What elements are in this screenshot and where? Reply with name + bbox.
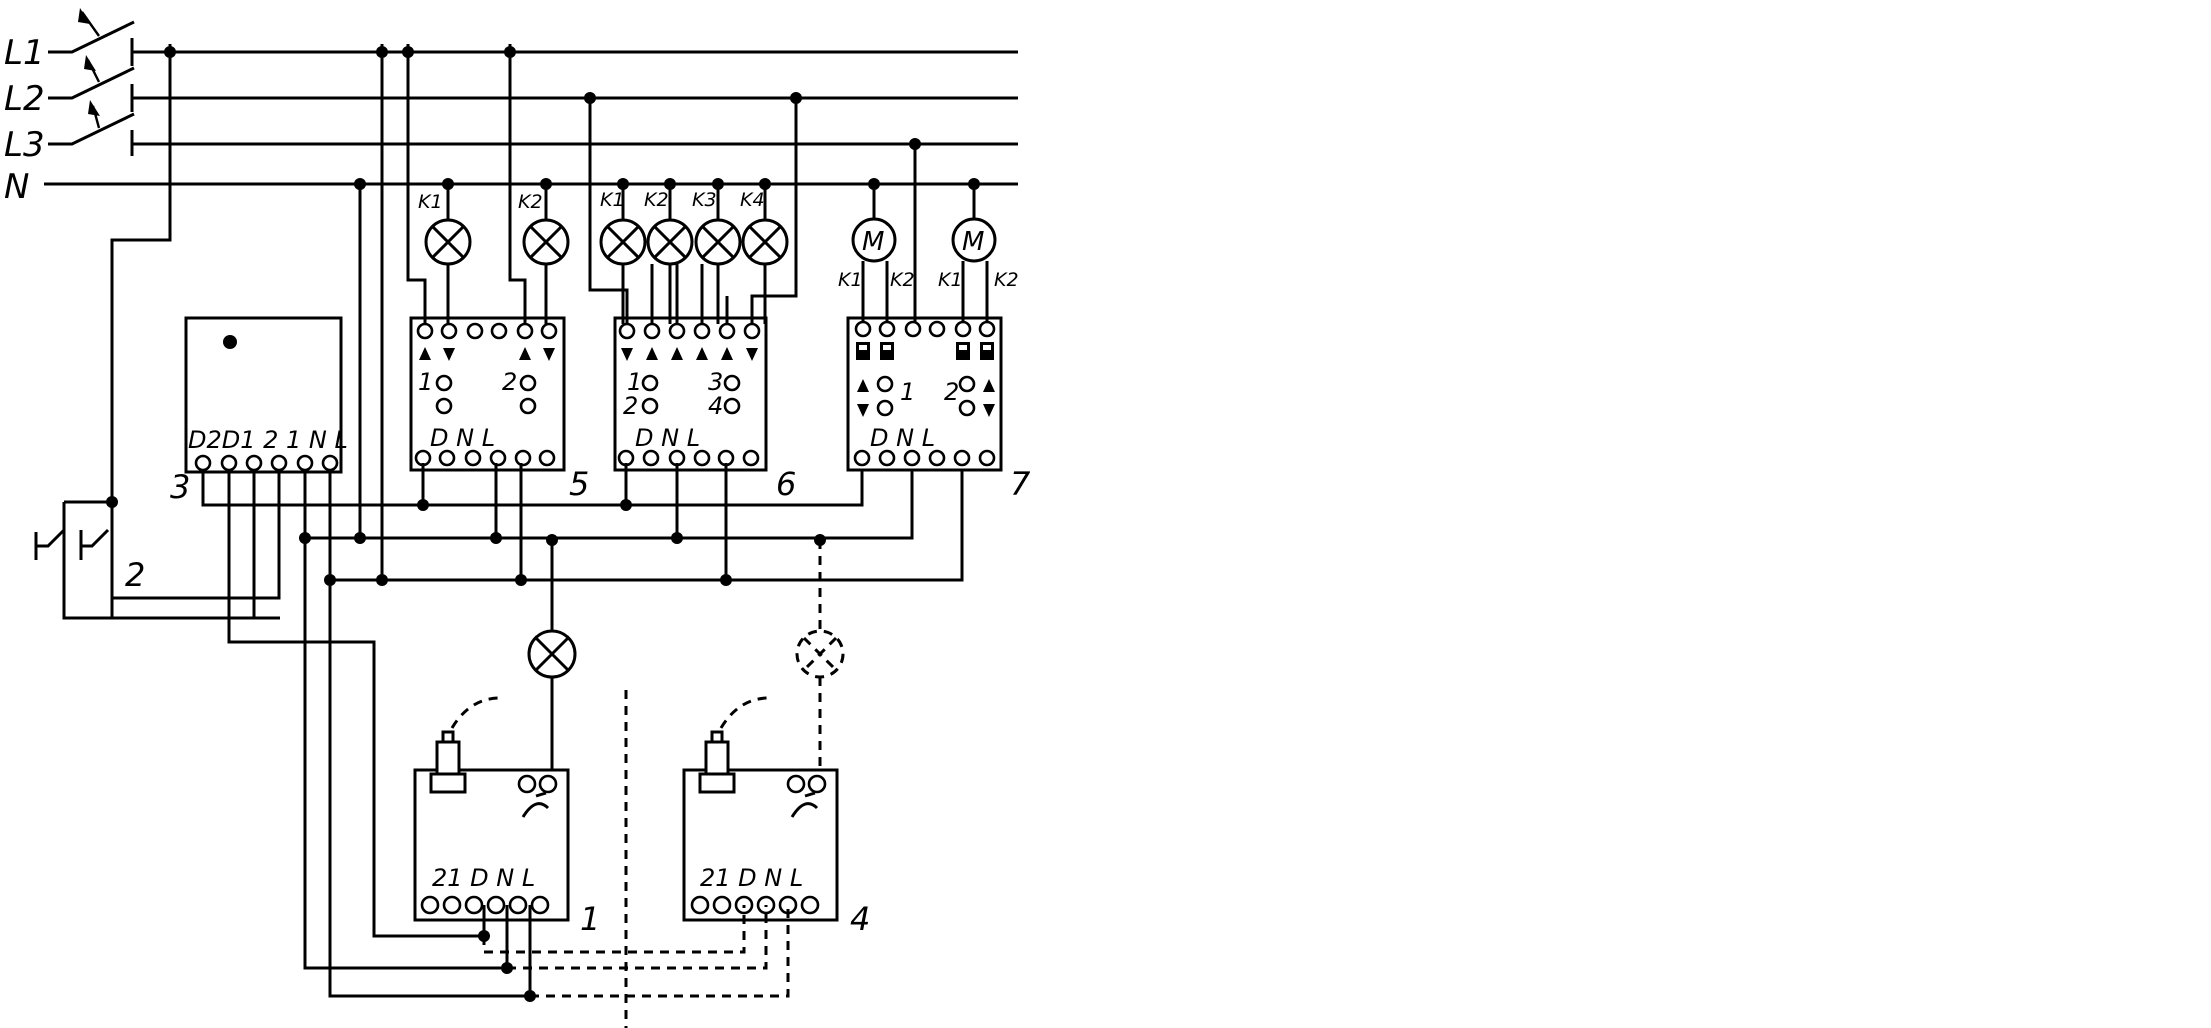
junction-dots bbox=[106, 46, 980, 1002]
lamp-k2-device-5: K2 bbox=[518, 191, 570, 266]
device-3-terminal-labels: D2D1 2 1 N L bbox=[188, 426, 348, 454]
lamp-label-k2-d6: K2 bbox=[644, 189, 669, 211]
lamp-label-k2: K2 bbox=[518, 191, 543, 213]
motor-1-k2-label: K2 bbox=[890, 269, 915, 291]
device-2-number: 2 bbox=[125, 556, 145, 594]
lamp-label-k1: K1 bbox=[418, 191, 443, 213]
lamp-label-k1-d6: K1 bbox=[600, 189, 625, 211]
device-6-channel-1: 1 bbox=[627, 368, 642, 396]
lamp-label-k3: K3 bbox=[692, 189, 717, 211]
bus-label-l2: L2 bbox=[4, 79, 45, 119]
lamp-label-k4: K4 bbox=[740, 189, 765, 211]
device-6-channel-4: 4 bbox=[708, 392, 723, 420]
bus-label-n: N bbox=[4, 167, 29, 207]
motor-2-k1-label: K1 bbox=[938, 269, 963, 291]
device-6-channel-3: 3 bbox=[708, 368, 723, 396]
device-3: D2D1 2 1 N L 3 bbox=[170, 316, 348, 506]
bus-label-l3: L3 bbox=[4, 125, 45, 165]
motor-1-label: M bbox=[862, 227, 884, 257]
device-4-terminal-labels: 21 D N L bbox=[700, 864, 803, 892]
motor-2: M K1 K2 bbox=[938, 217, 1019, 291]
device-6: 1 2 3 4 D N L 6 bbox=[613, 316, 796, 503]
bus-label-l1: L1 bbox=[4, 33, 45, 73]
lamp-dimmer-optional bbox=[795, 629, 845, 679]
lamp-k2-device-6: K2 bbox=[644, 189, 694, 266]
device-1-terminal-labels: 21 D N L bbox=[432, 864, 535, 892]
device-6-channel-2: 2 bbox=[623, 392, 638, 420]
lamp-dimmer bbox=[527, 629, 577, 679]
device-3-number: 3 bbox=[170, 468, 190, 506]
motor-1: M K1 K2 bbox=[838, 217, 915, 291]
motors: M K1 K2 M K1 K2 bbox=[838, 217, 1019, 291]
lamp-k1-device-5: K1 bbox=[418, 191, 472, 266]
motor-2-label: M bbox=[962, 227, 984, 257]
device-7-channel-2: 2 bbox=[944, 378, 959, 406]
device-5-channel-1: 1 bbox=[418, 368, 433, 396]
device-5-number: 5 bbox=[569, 465, 589, 503]
device-5-channel-2: 2 bbox=[502, 368, 517, 396]
motor-1-k1-label: K1 bbox=[838, 269, 863, 291]
wiring bbox=[112, 44, 989, 1028]
device-6-terminal-labels: D N L bbox=[635, 424, 700, 452]
device-1-number: 1 bbox=[580, 900, 600, 938]
motor-2-k2-label: K2 bbox=[994, 269, 1019, 291]
device-5: 1 2 D N L 5 bbox=[409, 316, 589, 503]
device-1: 21 D N L 1 bbox=[413, 696, 600, 938]
device-7-number: 7 bbox=[1010, 465, 1031, 503]
device-5-terminal-labels: D N L bbox=[430, 424, 495, 452]
device-6-number: 6 bbox=[776, 465, 796, 503]
main-breaker-switch bbox=[48, 8, 1018, 156]
device-4-number: 4 bbox=[850, 900, 870, 938]
device-7: 1 2 D N L 7 bbox=[846, 316, 1031, 503]
device-4: 21 D N L 4 bbox=[682, 696, 870, 938]
lamp-k3-device-6: K3 bbox=[692, 189, 742, 266]
device-7-terminal-labels: D N L bbox=[870, 424, 935, 452]
device-7-channel-1: 1 bbox=[900, 378, 915, 406]
bus-lines: L1 L2 L3 N bbox=[4, 8, 1018, 207]
